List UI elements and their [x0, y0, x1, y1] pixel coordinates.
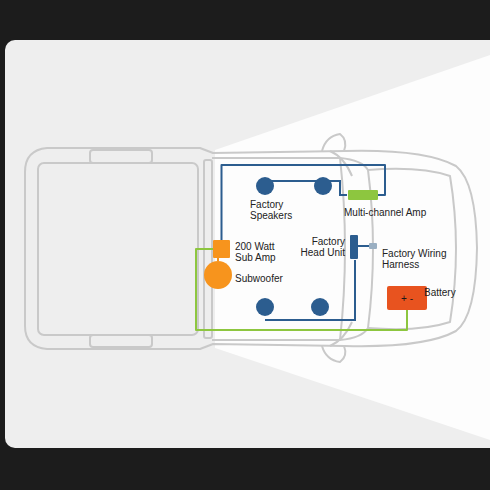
light-beam — [215, 55, 490, 440]
wire — [358, 245, 369, 247]
wheel-well — [90, 335, 152, 347]
sub-amp-box: 200 Watt Sub Amp — [213, 240, 230, 258]
part-label: Factory Head Unit — [297, 236, 345, 258]
hood — [368, 169, 456, 329]
speaker — [314, 177, 332, 195]
wiring-harness: Factory Wiring Harness — [369, 243, 377, 249]
part-label: 200 Watt Sub Amp — [235, 241, 285, 263]
head-unit: Factory Head Unit — [350, 235, 358, 259]
cab — [212, 158, 345, 340]
speaker — [256, 298, 274, 316]
speaker-wire — [265, 260, 355, 320]
part-label: Battery — [424, 287, 456, 298]
door-line — [330, 322, 352, 346]
wheel-well — [90, 150, 152, 163]
speaker — [311, 298, 329, 316]
wire — [222, 165, 386, 240]
mirror — [322, 346, 345, 362]
panel — [5, 40, 490, 448]
door-line — [330, 151, 352, 176]
wire — [196, 249, 407, 330]
battery: + -Battery — [387, 286, 427, 310]
truck-body — [25, 148, 477, 349]
terminal-label: + - — [387, 286, 427, 310]
part-label: Subwoofer — [235, 273, 283, 284]
part-label: Factory Speakers — [250, 199, 296, 221]
mirror — [322, 134, 345, 151]
subwoofer: Subwoofer — [204, 261, 232, 289]
speaker-wire — [265, 181, 347, 195]
part-label: Factory Wiring Harness — [382, 248, 452, 270]
part-label: Multi-channel Amp — [344, 207, 426, 218]
amplifier-box: Multi-channel Amp — [348, 190, 378, 200]
speaker — [256, 177, 274, 195]
truck-bed — [38, 163, 198, 335]
